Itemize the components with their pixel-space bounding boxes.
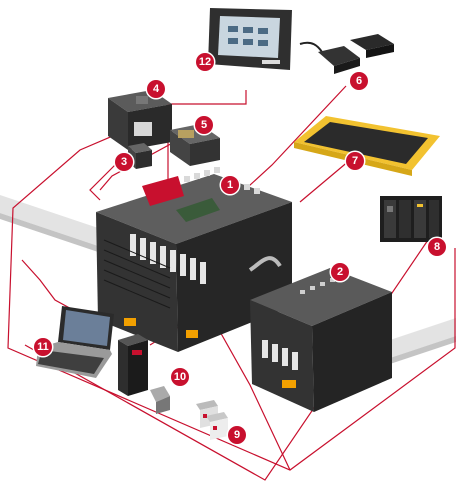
callout-badge-10: 10 — [171, 368, 189, 386]
servo-system — [118, 334, 170, 414]
communication-adapter — [108, 90, 172, 150]
memory-cassette — [128, 143, 152, 169]
callout-badge-11: 11 — [34, 338, 52, 356]
callout-badge-8: 8 — [428, 238, 446, 256]
callout-badge-2: 2 — [331, 263, 349, 281]
callout-badge-1: 1 — [221, 176, 239, 194]
safety-mat — [294, 116, 440, 176]
callout-badge-12: 12 — [196, 53, 214, 71]
proximity-sensor — [299, 34, 394, 74]
expansion-io-unit — [250, 268, 392, 412]
din-rail-left — [0, 195, 110, 256]
ribbon-cable — [248, 256, 282, 272]
callout-badge-7: 7 — [346, 152, 364, 170]
callout-badge-3: 3 — [115, 153, 133, 171]
rack-plc — [380, 196, 442, 242]
callout-badge-6: 6 — [350, 72, 368, 90]
laptop — [36, 306, 114, 378]
touch-panel-hmi — [208, 8, 292, 70]
callout-badge-9: 9 — [228, 426, 246, 444]
callout-badge-4: 4 — [147, 80, 165, 98]
callout-badge-5: 5 — [195, 116, 213, 134]
relays — [196, 400, 228, 440]
serial-option-board — [170, 124, 220, 166]
